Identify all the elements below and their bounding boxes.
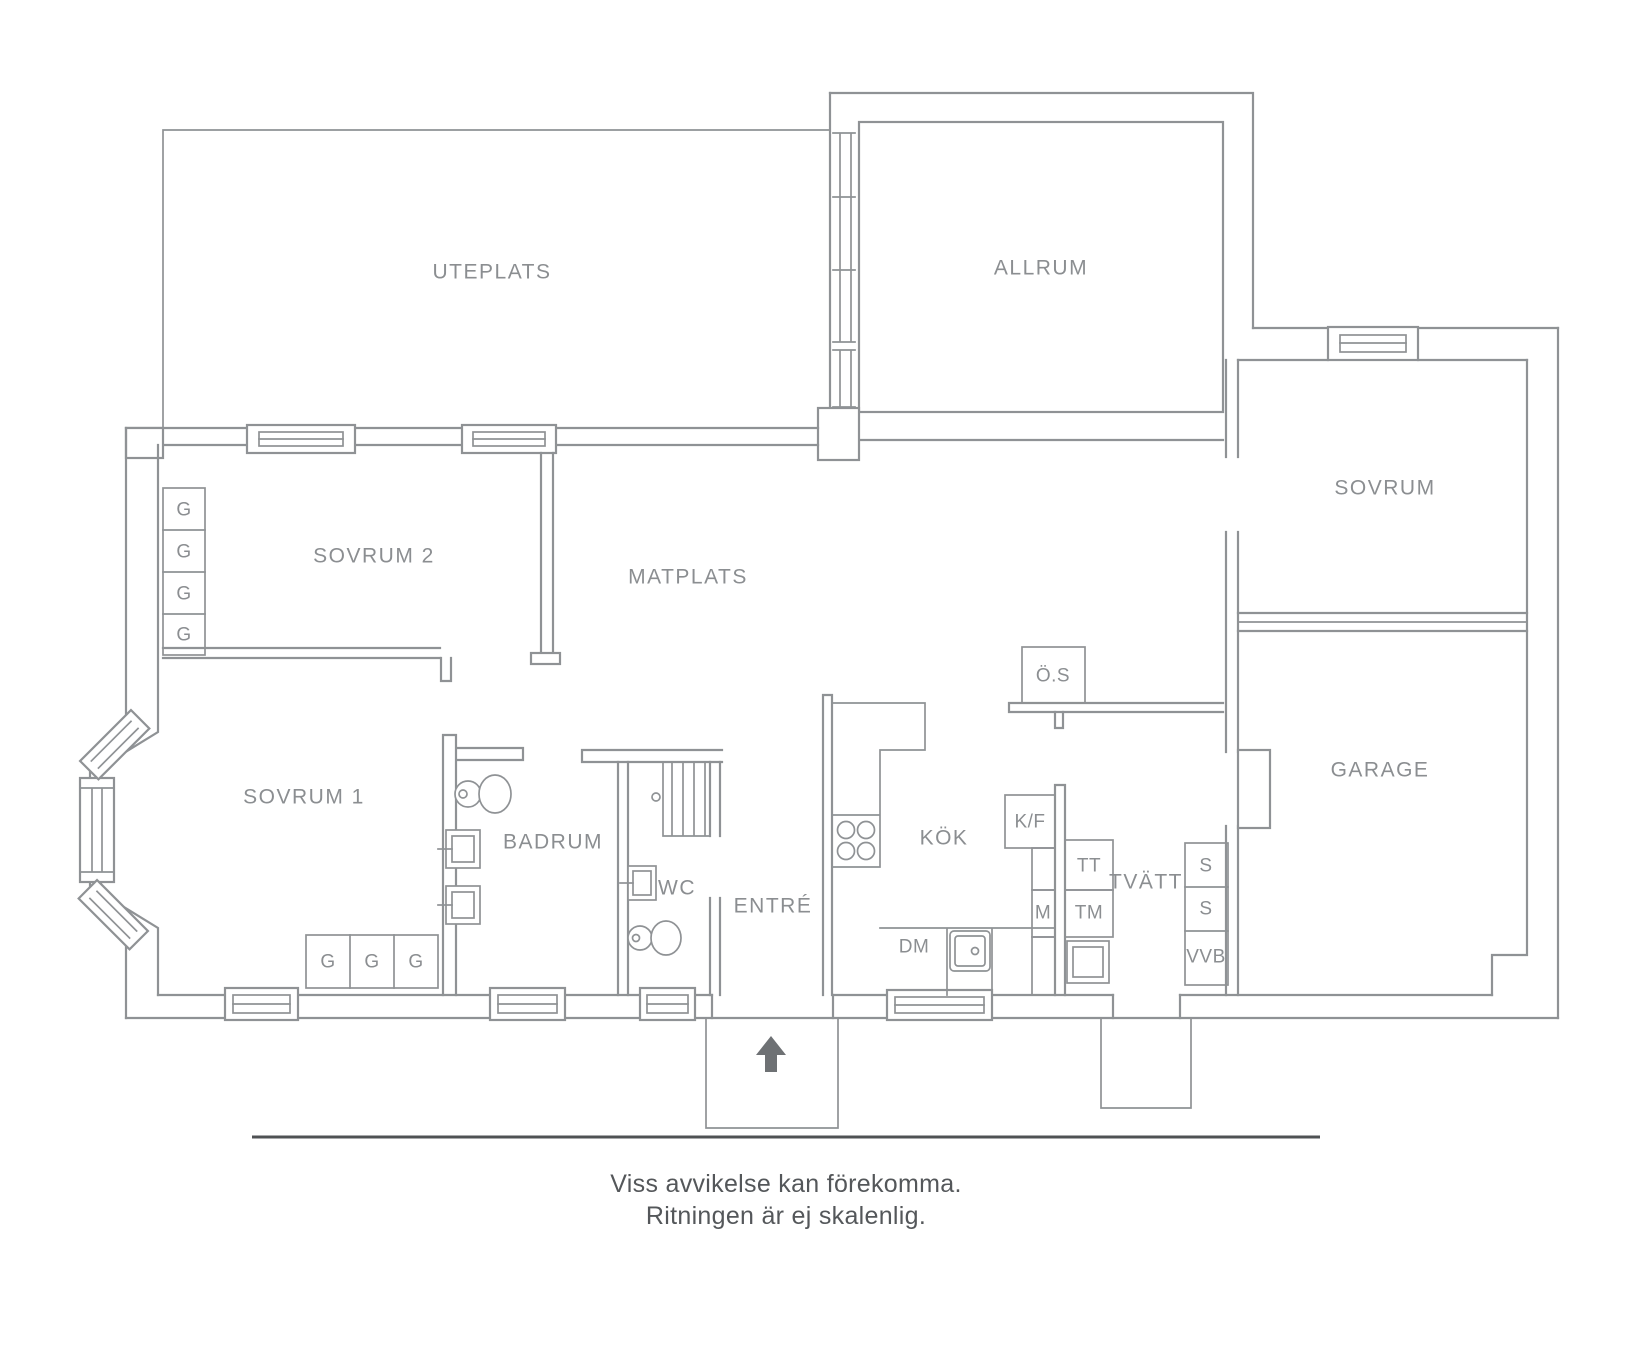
fridge-freezer-label: K/F <box>1014 812 1045 833</box>
washing-machine-label: TM <box>1075 903 1103 924</box>
garage-entry-pad <box>1100 1017 1192 1109</box>
east-wing-walls <box>1224 325 1560 1020</box>
entrance-porch <box>705 1017 839 1129</box>
microwave-label: M <box>1035 903 1051 924</box>
room-label-matplats: MATPLATS <box>628 566 748 589</box>
footer-disclaimer-line2: Ritningen är ej skalenlig. <box>646 1202 926 1230</box>
wardrobe-label: G <box>176 625 191 646</box>
room-label-kok: KÖK <box>920 827 969 850</box>
toilet-bowl-icon <box>650 920 682 956</box>
wardrobe-label: G <box>176 584 191 605</box>
room-label-sovrum-1: SOVRUM 1 <box>243 786 365 809</box>
wardrobe-label: G <box>408 952 423 973</box>
toilet-bowl-icon <box>478 774 512 814</box>
badrum-wc-walls <box>456 746 724 997</box>
room-label-garage: GARAGE <box>1331 759 1430 782</box>
dishwasher-label: DM <box>899 937 930 958</box>
room-label-tvatt: TVÄTT <box>1109 871 1183 894</box>
room-label-allrum: ALLRUM <box>994 257 1088 280</box>
footer: Viss avvikelse kan förekomma. Ritningen … <box>252 1135 1320 1230</box>
allrum-walls <box>816 91 1255 462</box>
cleaning-closet-label: S <box>1199 856 1212 877</box>
room-label-sovrum: SOVRUM <box>1334 477 1435 500</box>
room-label-entre: ENTRÉ <box>734 895 813 918</box>
wardrobe-label: G <box>176 542 191 563</box>
laundry-fixtures <box>1064 839 1229 986</box>
north-wall-and-windows <box>124 423 820 460</box>
sovrum2-walls <box>161 451 562 683</box>
wardrobe-label: G <box>176 500 191 521</box>
wc-fixtures <box>619 865 682 956</box>
fireplace-wall <box>1007 646 1225 730</box>
kitchen-walls <box>821 693 1067 997</box>
footer-disclaimer-line1: Viss avvikelse kan förekomma. <box>610 1170 961 1198</box>
wardrobe-label: G <box>320 952 335 973</box>
room-label-uteplats: UTEPLATS <box>433 261 552 284</box>
bathroom-fixtures <box>437 774 512 925</box>
south-wall <box>124 986 1560 1022</box>
west-wall-bay-window <box>77 426 160 1020</box>
wardrobes <box>162 487 439 989</box>
terrace-outline <box>162 129 831 429</box>
room-label-sovrum-2: SOVRUM 2 <box>313 545 435 568</box>
dryer-label: TT <box>1077 856 1101 877</box>
fireplace-label: Ö.S <box>1036 666 1070 687</box>
cleaning-closet-label: S <box>1199 899 1212 920</box>
entry-arrow-icon <box>756 1036 786 1072</box>
room-label-wc: WC <box>658 877 696 900</box>
wardrobe-label: G <box>364 952 379 973</box>
water-heater-label: VVB <box>1186 947 1226 968</box>
room-label-badrum: BADRUM <box>503 831 603 854</box>
